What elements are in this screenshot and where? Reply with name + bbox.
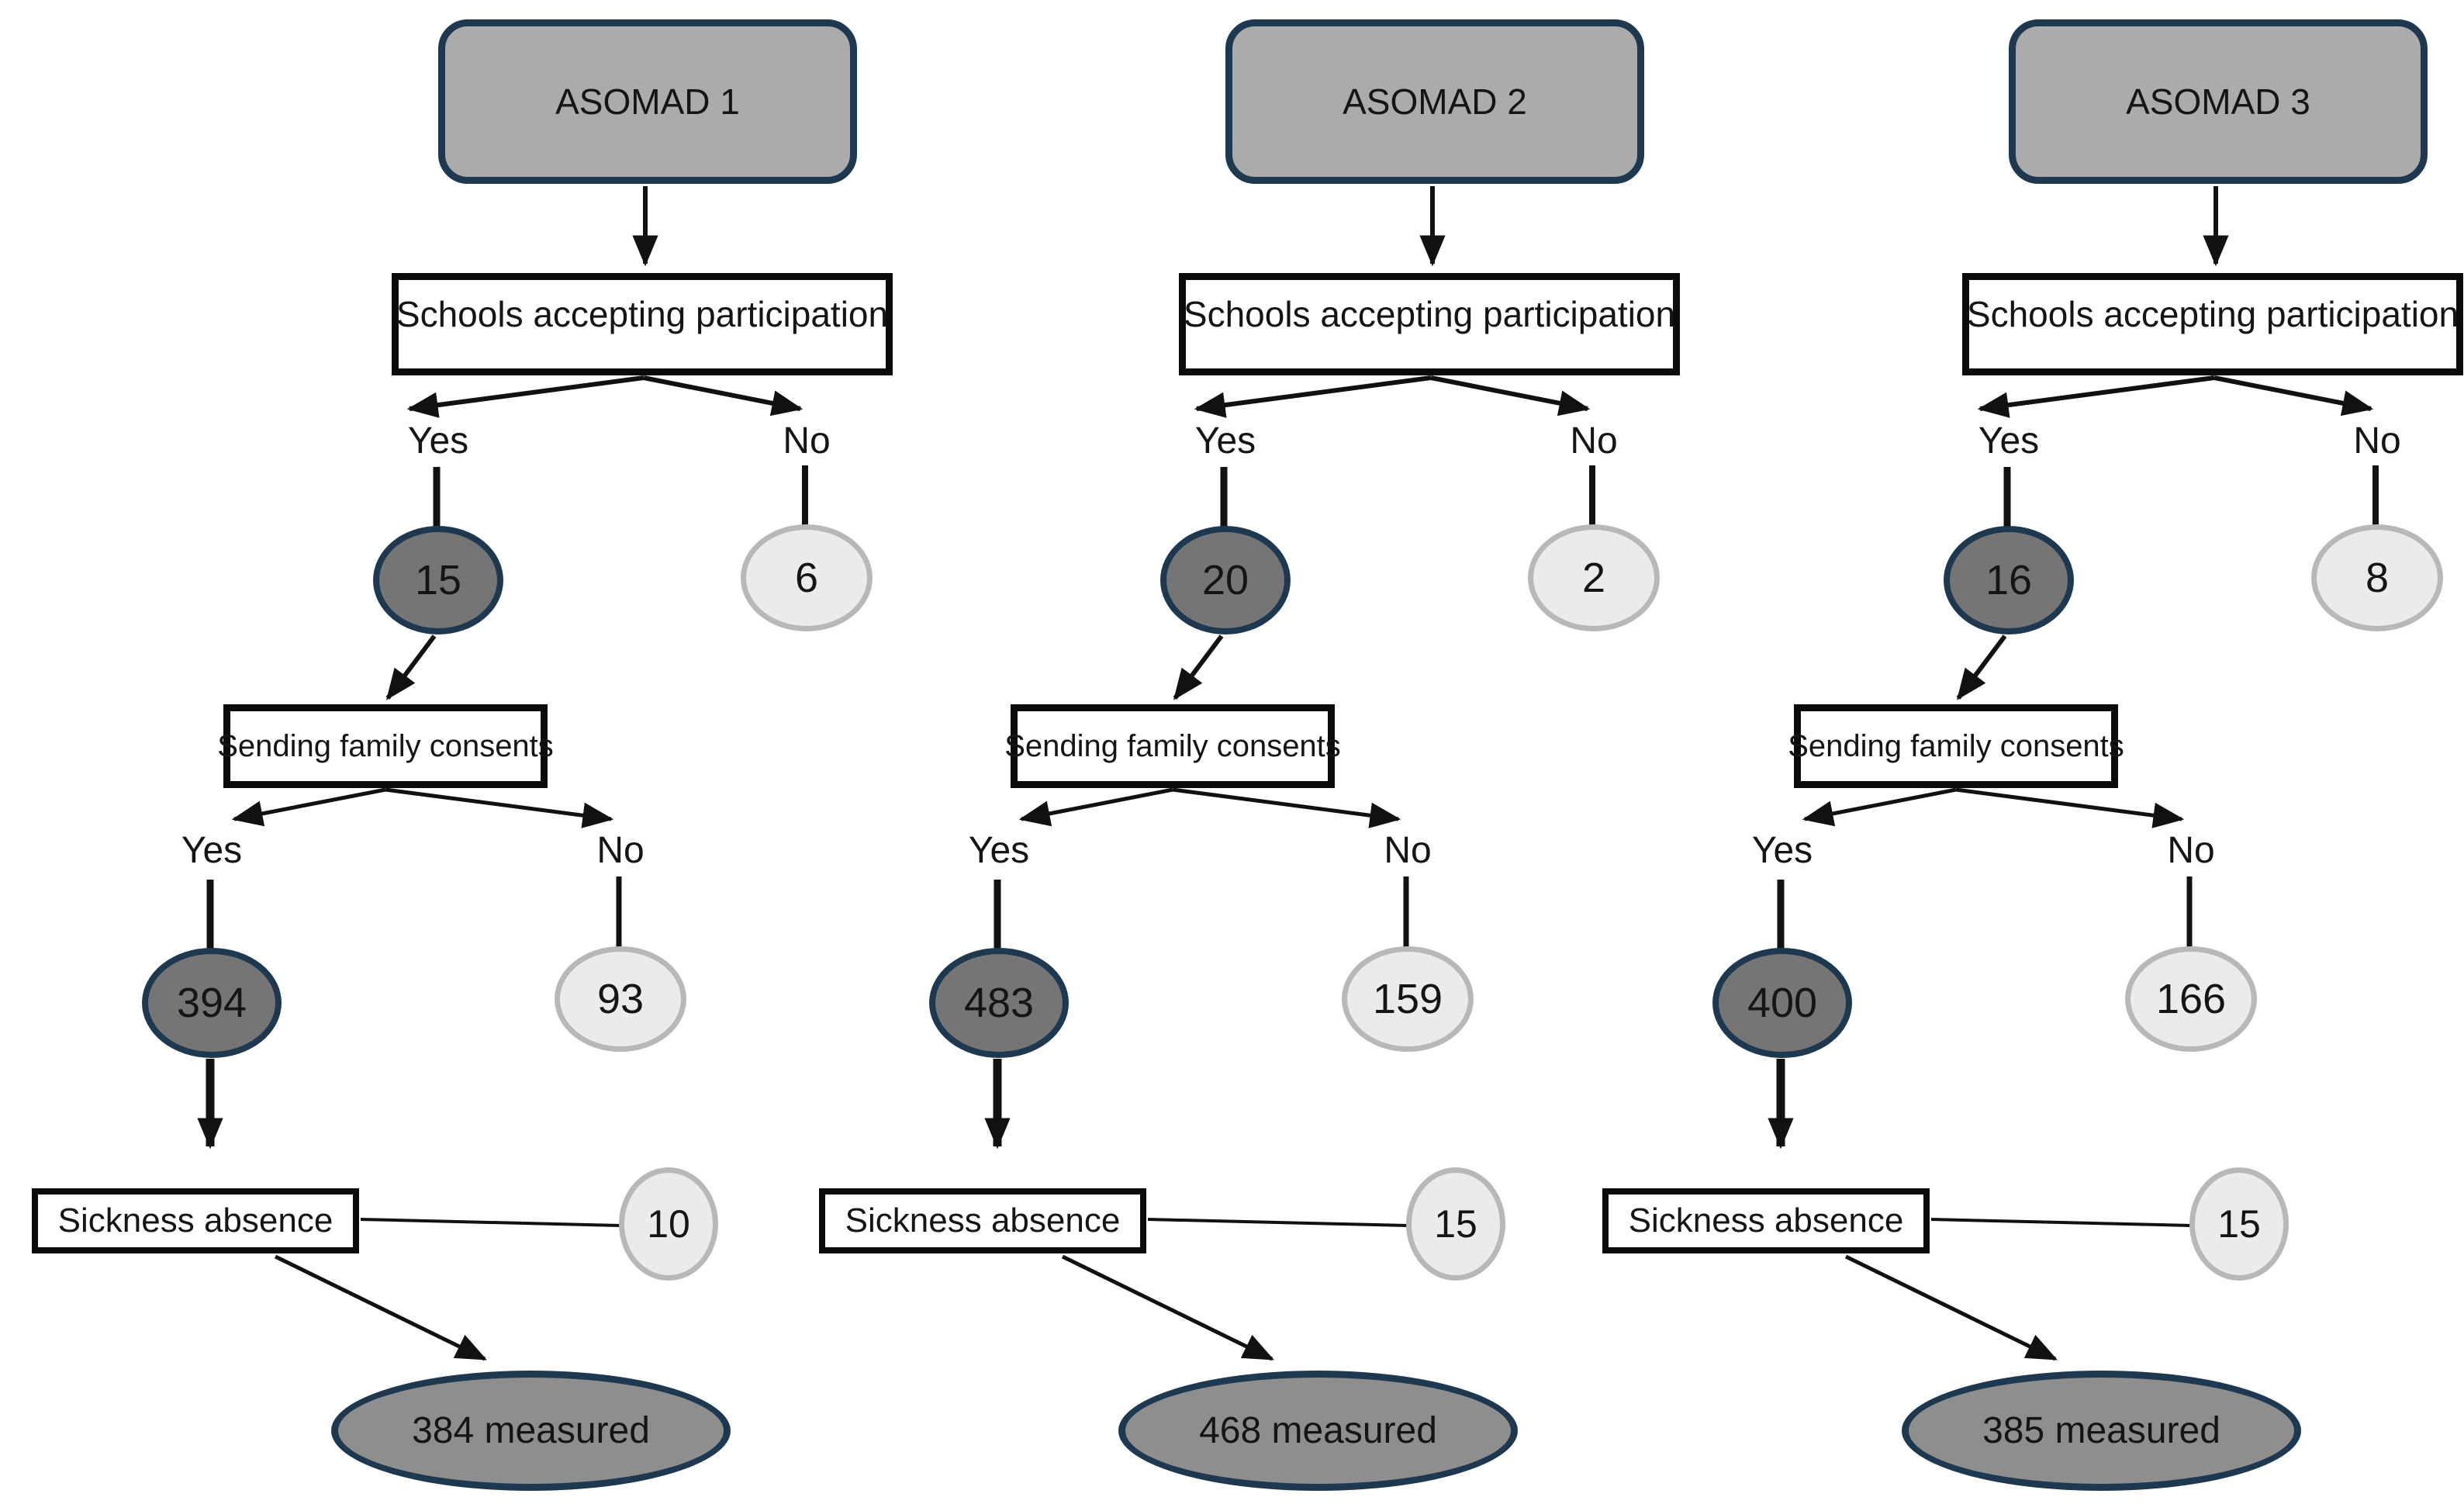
family-consents-box: Sending family consents [1004, 704, 1341, 788]
sickness-count-ellipse: 10 [619, 1167, 718, 1281]
site-header-box: ASOMAD 1 [438, 19, 857, 184]
arrow-consents-no-branch [1955, 787, 2185, 828]
arrow-schools-yes-branch [1194, 375, 1432, 418]
asomad-1-connector-arrows [197, 186, 808, 1361]
arrow-schools-no-branch [2213, 375, 2374, 417]
asomad-2-column: ASOMAD 2 Schools accepting participation… [787, 0, 1680, 1504]
arrow-schools-yes-branch [406, 375, 645, 418]
arrow-consents-yes-branch [1802, 787, 1957, 827]
schools-no-count-ellipse: 2 [1528, 524, 1660, 631]
consents-no-count-ellipse: 159 [1342, 946, 1474, 1052]
arrow-consents-yes-branch [231, 787, 386, 827]
consents-no-label: No [1384, 829, 1432, 871]
schools-no-label: No [783, 420, 831, 462]
sickness-absence-box: Sickness absence [32, 1188, 359, 1253]
schools-accepting-box: Schools accepting participation [1179, 273, 1680, 375]
arrow-count-to-consents [1173, 634, 1224, 700]
schools-yes-label: Yes [1978, 420, 2040, 462]
asomad-2-connector-arrows [984, 186, 1595, 1361]
schools-no-label: No [1570, 420, 1618, 462]
schools-yes-count-ellipse: 15 [373, 526, 503, 634]
family-consents-box: Sending family consents [217, 704, 554, 788]
family-consents-box: Sending family consents [1788, 704, 2124, 788]
arrow-schools-yes-branch [1977, 375, 2215, 418]
schools-accepting-box: Schools accepting participation [392, 273, 893, 375]
sickness-count-ellipse: 15 [2189, 1167, 2289, 1281]
sickness-count-ellipse: 15 [1406, 1167, 1505, 1281]
schools-yes-label: Yes [407, 420, 469, 462]
measured-ellipse: 468 measured [1118, 1371, 1518, 1491]
schools-yes-count-ellipse: 20 [1160, 526, 1291, 634]
line-sickness-to-count [1930, 1218, 2192, 1227]
arrow-schools-no-branch [1430, 375, 1591, 417]
arrow-schools-no-branch [643, 375, 803, 417]
consents-yes-label: Yes [968, 829, 1030, 871]
arrow-consents-no-branch [1172, 787, 1401, 828]
schools-yes-count-ellipse: 16 [1944, 526, 2074, 634]
schools-no-label: No [2353, 420, 2401, 462]
consents-yes-count-ellipse: 483 [929, 948, 1069, 1058]
consents-no-label: No [596, 829, 645, 871]
consents-yes-count-ellipse: 394 [142, 948, 282, 1058]
asomad-3-column: ASOMAD 3 Schools accepting participation… [1571, 0, 2463, 1504]
consents-yes-label: Yes [181, 829, 243, 871]
sickness-absence-box: Sickness absence [819, 1188, 1146, 1253]
consents-yes-count-ellipse: 400 [1712, 948, 1852, 1058]
arrow-count-to-consents [1956, 634, 2007, 700]
arrow-sickness-to-measured [274, 1254, 487, 1361]
measured-ellipse: 384 measured [331, 1371, 731, 1491]
consents-yes-label: Yes [1751, 829, 1813, 871]
sickness-absence-box: Sickness absence [1602, 1188, 1930, 1253]
arrow-count-to-consents [385, 634, 437, 700]
site-header-box: ASOMAD 2 [1225, 19, 1644, 184]
arrow-sickness-to-measured [1061, 1254, 1274, 1361]
schools-no-count-ellipse: 6 [741, 524, 873, 631]
consents-no-count-ellipse: 166 [2125, 946, 2257, 1052]
arrow-consents-yes-branch [1018, 787, 1173, 827]
line-sickness-to-count [1147, 1218, 1408, 1227]
schools-no-count-ellipse: 8 [2311, 524, 2443, 631]
schools-yes-label: Yes [1194, 420, 1256, 462]
asomad-1-column: ASOMAD 1 Schools accepting participation… [0, 0, 893, 1504]
asomad-3-connector-arrows [1768, 186, 2379, 1361]
consents-no-count-ellipse: 93 [555, 946, 686, 1052]
measured-ellipse: 385 measured [1902, 1371, 2301, 1491]
consents-no-label: No [2167, 829, 2215, 871]
site-header-box: ASOMAD 3 [2009, 19, 2428, 184]
arrow-sickness-to-measured [1844, 1254, 2058, 1361]
line-sickness-to-count [360, 1218, 621, 1227]
schools-accepting-box: Schools accepting participation [1962, 273, 2463, 375]
arrow-consents-no-branch [385, 787, 614, 828]
